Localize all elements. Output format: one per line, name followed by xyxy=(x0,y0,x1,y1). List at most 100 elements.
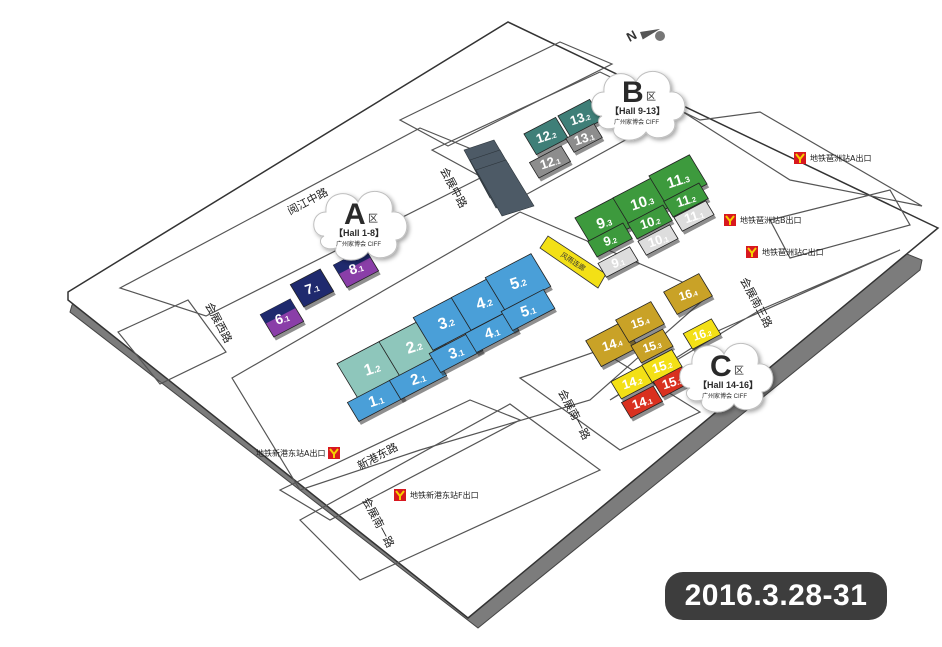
hall-13-2[interactable]: 13.2 xyxy=(557,98,605,141)
hall-number-sub: .2 xyxy=(550,131,558,140)
hall-number-sub: .2 xyxy=(414,341,424,353)
hall-11-1[interactable]: 11.1 xyxy=(673,200,717,235)
hall-number-main: 14 xyxy=(620,373,639,392)
hall-10-1[interactable]: 10.1 xyxy=(637,224,681,259)
hall-number-sub: .3 xyxy=(655,342,663,350)
hall-number: 16.4 xyxy=(677,285,700,304)
exit-pazhou-c[interactable]: 地铁琶洲站C出口 xyxy=(746,246,824,258)
zone-b-label[interactable]: B 区 【Hall 9-13】 广州家博会 CIFF xyxy=(591,71,686,141)
hall-number-sub: .1 xyxy=(376,396,386,407)
hall-number-sub: .4 xyxy=(691,290,699,298)
hall-number-sub: .3 xyxy=(646,197,656,208)
hall-number: 14.1 xyxy=(630,392,654,413)
hall-number-sub: .1 xyxy=(646,397,654,406)
hall-number: 10.3 xyxy=(628,191,656,215)
hall-roof xyxy=(630,328,674,364)
hall-9-3[interactable]: 9.3 xyxy=(574,196,636,251)
metro-exits: 地铁琶洲站A出口 地铁琶洲站B出口 地铁琶洲站C出口 地铁新港东站A出口 地铁新… xyxy=(256,152,871,501)
hall-blocks: 6.17.18.11.21.12.22.13.23.14.24.15.25.11… xyxy=(259,98,723,425)
hall-5-1[interactable]: 5.1 xyxy=(500,288,557,334)
hall-number-sub: .2 xyxy=(610,237,618,246)
hall-15-1[interactable]: 15.1 xyxy=(652,366,693,401)
compass-needle-icon xyxy=(640,28,661,40)
hall-15-3[interactable]: 15.3 xyxy=(630,328,676,367)
hall-number-sub: .1 xyxy=(588,133,596,142)
hall-number: 9.2 xyxy=(601,231,618,249)
hall-4-1[interactable]: 4.1 xyxy=(464,310,521,356)
hall-number-main: 14 xyxy=(600,335,619,354)
hall-11-3[interactable]: 11.3 xyxy=(648,154,710,209)
hall-number: 2.2 xyxy=(404,336,425,357)
hall-5-2[interactable]: 5.2 xyxy=(484,253,553,314)
hall-number-sub: .4 xyxy=(643,318,651,326)
hall-roof xyxy=(663,273,713,315)
hall-number-sub: .2 xyxy=(654,217,662,226)
hall-number-sub: .2 xyxy=(705,330,713,338)
hall-10-2[interactable]: 10.2 xyxy=(627,204,675,243)
hall-12-2[interactable]: 12.2 xyxy=(523,116,571,159)
hall-number-main: 11 xyxy=(674,192,692,211)
hall-8-1[interactable]: 8.1 xyxy=(332,248,381,291)
hall-roof xyxy=(587,222,633,258)
exit-xingang-a[interactable]: 地铁新港东站A出口 xyxy=(256,447,340,459)
zone-qu: 区 xyxy=(368,213,378,225)
hall-10-3[interactable]: 10.3 xyxy=(612,176,674,231)
hall-1-1[interactable]: 1.1 xyxy=(346,378,407,425)
hall-9-2[interactable]: 9.2 xyxy=(587,222,635,261)
hall-11-2[interactable]: 11.2 xyxy=(663,182,711,221)
hall-15-2[interactable]: 15.2 xyxy=(641,349,685,386)
exit-pazhou-a[interactable]: 地铁琶洲站A出口 xyxy=(794,152,871,164)
hall-number-main: 9 xyxy=(609,255,621,272)
hall-number-sub: .1 xyxy=(456,348,466,359)
hall-number: 16.2 xyxy=(691,325,714,344)
cloud-shape xyxy=(679,343,774,413)
zone-letter: A xyxy=(344,198,366,231)
exit-pazhou-b[interactable]: 地铁琶洲站B出口 xyxy=(724,214,802,226)
zone-hall-range: 【Hall 1-8】 xyxy=(334,228,384,238)
hall-number-sub: .1 xyxy=(554,157,562,166)
hall-number-sub: .1 xyxy=(492,328,502,339)
hall-number-main: 15 xyxy=(650,358,668,377)
hall-number-sub: .1 xyxy=(356,264,366,275)
compass-letter: N xyxy=(624,27,639,45)
zone-c-label[interactable]: C 区 【Hall 14-16】 广州家博会 CIFF xyxy=(679,343,774,413)
compass: N xyxy=(624,27,665,45)
hall-number-sub: .2 xyxy=(518,277,528,289)
zone-brand: 广州家博会 CIFF xyxy=(336,240,381,248)
building-stack xyxy=(463,139,535,217)
hall-roof xyxy=(565,123,603,153)
hall-roof xyxy=(500,288,556,332)
hall-roof xyxy=(627,204,673,240)
hall-roof xyxy=(620,385,664,419)
hall-number: 13.1 xyxy=(572,128,596,149)
hall-number-sub: .3 xyxy=(604,218,614,229)
hall-7-1[interactable]: 7.1 xyxy=(289,268,336,311)
hall-number: 4.2 xyxy=(474,292,495,313)
hall-number-sub: .2 xyxy=(689,196,697,205)
hall-number-sub: .1 xyxy=(312,284,322,295)
hall-number-main: 11 xyxy=(682,208,700,227)
zone-a-label[interactable]: A 区 【Hall 1-8】 广州家博会 CIFF xyxy=(313,191,408,261)
hall-number: 4.1 xyxy=(482,322,502,343)
hall-14-2[interactable]: 14.2 xyxy=(610,364,656,403)
hall-roof xyxy=(597,246,639,278)
hall-number-sub: .1 xyxy=(676,377,684,386)
hall-number: 1.1 xyxy=(366,390,386,411)
hall-number-main: 15 xyxy=(629,314,646,332)
hall-14-1[interactable]: 14.1 xyxy=(620,385,665,422)
hall-12-1[interactable]: 12.1 xyxy=(528,145,573,182)
hall-16-2[interactable]: 16.2 xyxy=(682,318,723,353)
zone-brand: 广州家博会 CIFF xyxy=(614,118,659,126)
hall-13-1[interactable]: 13.1 xyxy=(565,123,605,156)
hall-6-1[interactable]: 6.1 xyxy=(259,298,306,341)
hall-16-4[interactable]: 16.4 xyxy=(663,273,715,318)
hall-15-4[interactable]: 15.4 xyxy=(615,301,667,346)
hall-number-main: 16 xyxy=(677,286,694,304)
exit-xingang-f[interactable]: 地铁新港东站F出口 xyxy=(394,489,479,501)
hall-number: 13.2 xyxy=(568,108,592,129)
hall-number-main: 16 xyxy=(691,326,708,344)
hall-9-1[interactable]: 9.1 xyxy=(597,246,641,281)
hall-number: 12.2 xyxy=(534,126,558,147)
hall-number: 3.1 xyxy=(446,342,466,363)
